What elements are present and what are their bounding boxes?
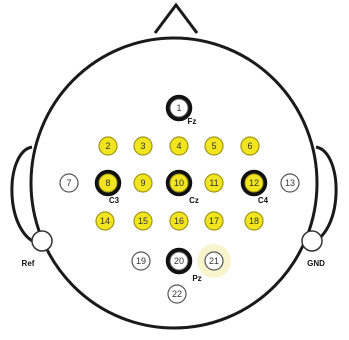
ref-label: Ref [22,259,35,268]
electrode-18[interactable]: 18 [244,211,264,231]
electrode-8[interactable]: 8C3 [94,169,122,205]
electrode-circle [240,136,260,156]
electrode-4[interactable]: 4 [169,136,189,156]
electrode-circle [133,136,153,156]
gnd-label: GND [307,259,325,268]
electrode-circle [280,173,300,193]
electrode-site-label: Pz [192,274,201,283]
electrode-circle [169,136,189,156]
electrode-number: 6 [247,141,252,151]
electrode-circle [204,173,224,193]
electrode-circle [169,98,189,118]
electrode-ring-thick [165,94,193,122]
electrode-circle [98,136,118,156]
electrode-circle [204,211,224,231]
electrode-number: 11 [209,178,218,188]
electrode-number: 2 [105,141,110,151]
electrode-1[interactable]: 1Fz [165,94,197,126]
electrode-circle [169,251,189,271]
electrode-2[interactable]: 2 [98,136,118,156]
electrode-21[interactable]: 21 [197,244,231,278]
electrode-ring-thick [165,169,193,197]
electrode-16[interactable]: 16 [169,211,189,231]
electrode-circle [169,211,189,231]
electrode-number: 7 [66,178,71,188]
electrode-circle [244,211,264,231]
electrode-circle [133,211,153,231]
electrode-ring-thick [240,169,268,197]
electrode-number: 21 [209,256,219,266]
electrode-circle [169,173,189,193]
electrode-number: 16 [174,216,184,226]
electrode-site-label: C3 [109,196,120,205]
electrode-circle [204,251,224,271]
nose-outline [153,2,199,34]
electrode-number: 15 [138,216,148,226]
electrode-15[interactable]: 15 [133,211,153,231]
electrode-9[interactable]: 9 [133,173,153,193]
electrode-13[interactable]: 13 [280,173,300,193]
electrode-ring-thick [165,247,193,275]
electrode-3[interactable]: 3 [133,136,153,156]
gnd-ear-socket [301,230,323,252]
electrode-5[interactable]: 5 [204,136,224,156]
electrode-number: 8 [105,178,110,188]
ref-ear-socket [31,230,53,252]
electrode-19[interactable]: 19 [131,251,151,271]
electrode-7[interactable]: 7 [59,173,79,193]
electrode-circle [95,211,115,231]
electrode-number: 17 [209,216,219,226]
electrode-site-label: C4 [258,196,269,205]
electrode-17[interactable]: 17 [204,211,224,231]
electrode-circle [59,173,79,193]
electrode-site-label: Fz [188,117,197,126]
electrode-ring-thick [94,169,122,197]
electrode-circle [131,251,151,271]
electrode-number: 10 [174,178,184,188]
electrode-number: 22 [172,289,182,299]
electrode-11[interactable]: 11 [204,173,224,193]
electrode-circle [167,284,187,304]
electrode-number: 18 [249,216,259,226]
electrode-number: 19 [136,256,146,266]
electrode-number: 12 [249,178,259,188]
electrode-6[interactable]: 6 [240,136,260,156]
electrode-circle [133,173,153,193]
electrode-22[interactable]: 22 [167,284,187,304]
electrode-circle [244,173,264,193]
electrode-number: 3 [140,141,145,151]
electrode-number: 13 [285,178,295,188]
electrode-number: 5 [211,141,216,151]
electrode-number: 4 [176,141,181,151]
electrode-number: 20 [174,256,184,266]
electrode-number: 9 [140,178,145,188]
electrode-number: 14 [100,216,110,226]
electrode-circle [204,136,224,156]
electrode-14[interactable]: 14 [95,211,115,231]
electrode-number: 1 [176,103,181,113]
electrode-circle [98,173,118,193]
electrode-site-label: Cz [189,196,199,205]
